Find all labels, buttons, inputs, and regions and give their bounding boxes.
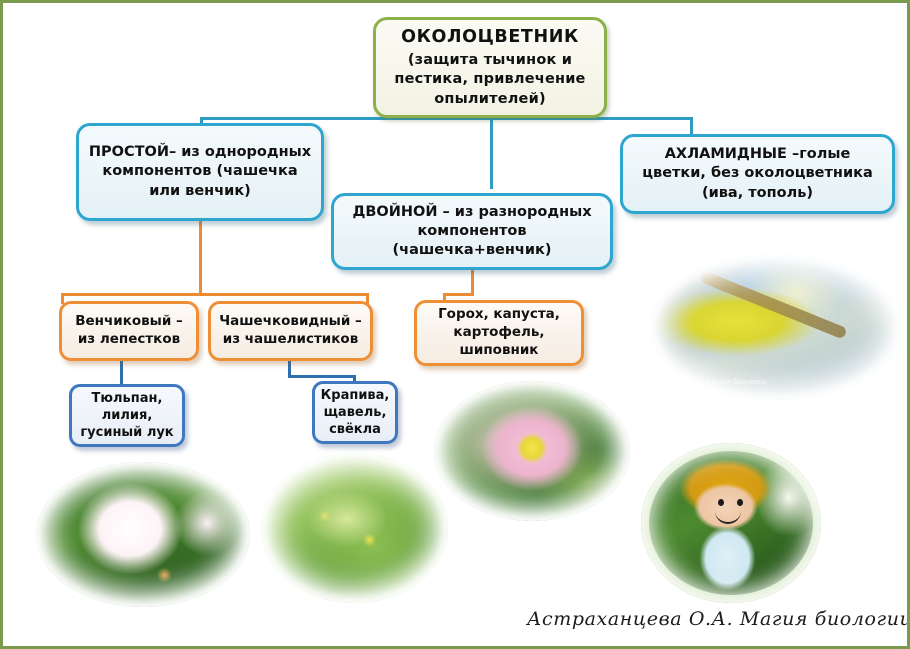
photo-dog-rose bbox=[434, 381, 630, 521]
node-okolocvetnik-subtitle: (защита тычинок и пестика, привлечение о… bbox=[394, 52, 586, 107]
node-krapiva[interactable]: Крапива, щавель, свёкла bbox=[312, 381, 398, 444]
connector-to-venchikovyy bbox=[61, 293, 64, 304]
node-chashechkovidnyy[interactable]: Чашечковидный – из чашелистиков bbox=[208, 301, 373, 361]
connector-chashech-stem bbox=[288, 361, 291, 377]
node-tulpan-label: Тюльпан, лилия, гусиный лук bbox=[80, 390, 174, 441]
connector-dvoynoy-bus bbox=[443, 293, 474, 296]
connector-to-chashechkovidnyy bbox=[366, 293, 369, 304]
connector-to-goroh bbox=[443, 293, 446, 304]
node-ahlamidnye-label: АХЛАМИДНЫЕ –голые цветки, без околоцветн… bbox=[642, 146, 873, 201]
node-tulpan[interactable]: Тюльпан, лилия, гусиный лук bbox=[69, 384, 185, 447]
node-prostoy-label: ПРОСТОЙ– из однородных компонентов (чаше… bbox=[88, 144, 312, 199]
photo-rose-image bbox=[434, 381, 630, 521]
node-chashechkovidnyy-label: Чашечковидный – из чашелистиков bbox=[219, 313, 362, 347]
photo-sorrel-image bbox=[261, 453, 448, 603]
photo-green-sorrel bbox=[261, 453, 448, 603]
connector-root-stem bbox=[490, 117, 493, 189]
node-ahlamidnye[interactable]: АХЛАМИДНЫЕ –голые цветки, без околоцветн… bbox=[620, 134, 895, 214]
node-prostoy[interactable]: ПРОСТОЙ– из однородных компонентов (чаше… bbox=[76, 123, 324, 221]
node-dvoynoy-label: ДВОЙНОЙ – из разнородных компонентов (ча… bbox=[352, 203, 592, 259]
connector-root-bus bbox=[200, 117, 693, 120]
node-goroh-label: Горох, капуста, картофель, шиповник bbox=[438, 306, 560, 358]
connector-to-ahlamidnye bbox=[690, 117, 693, 137]
photo-willow-catkin: О.А. Магия биологии bbox=[651, 255, 901, 400]
connector-dvoynoy-stem bbox=[471, 269, 474, 295]
photo-willow-watermark: О.А. Магия биологии bbox=[689, 378, 768, 386]
node-dvoynoy[interactable]: ДВОЙНОЙ – из разнородных компонентов (ча… bbox=[331, 193, 613, 270]
photo-white-lily bbox=[36, 462, 250, 607]
node-goroh[interactable]: Горох, капуста, картофель, шиповник bbox=[414, 300, 584, 366]
node-krapiva-label: Крапива, щавель, свёкла bbox=[320, 387, 390, 438]
node-okolocvetnik-title: ОКОЛОЦВЕТНИК bbox=[401, 27, 579, 48]
doll-left-eye-icon bbox=[718, 499, 724, 506]
connector-venchikovyy-stem bbox=[120, 361, 123, 385]
node-venchikovyy-label: Венчиковый – из лепестков bbox=[75, 313, 183, 347]
connector-to-krapiva bbox=[353, 375, 356, 386]
photo-felt-doll bbox=[641, 443, 821, 603]
author-signature: Астраханцева О.А. Магия биологии bbox=[527, 608, 910, 630]
connector-prostoy-bus bbox=[61, 293, 369, 296]
node-okolocvetnik[interactable]: ОКОЛОЦВЕТНИК (защита тычинок и пестика, … bbox=[373, 17, 607, 118]
node-venchikovyy[interactable]: Венчиковый – из лепестков bbox=[59, 301, 199, 361]
photo-willow-image bbox=[651, 255, 901, 400]
connector-prostoy-stem bbox=[199, 221, 202, 296]
connector-chashech-bus bbox=[288, 375, 356, 378]
doll-right-eye-icon bbox=[737, 499, 743, 506]
photo-lily-image bbox=[36, 462, 250, 607]
doll-smile-icon bbox=[715, 509, 741, 524]
